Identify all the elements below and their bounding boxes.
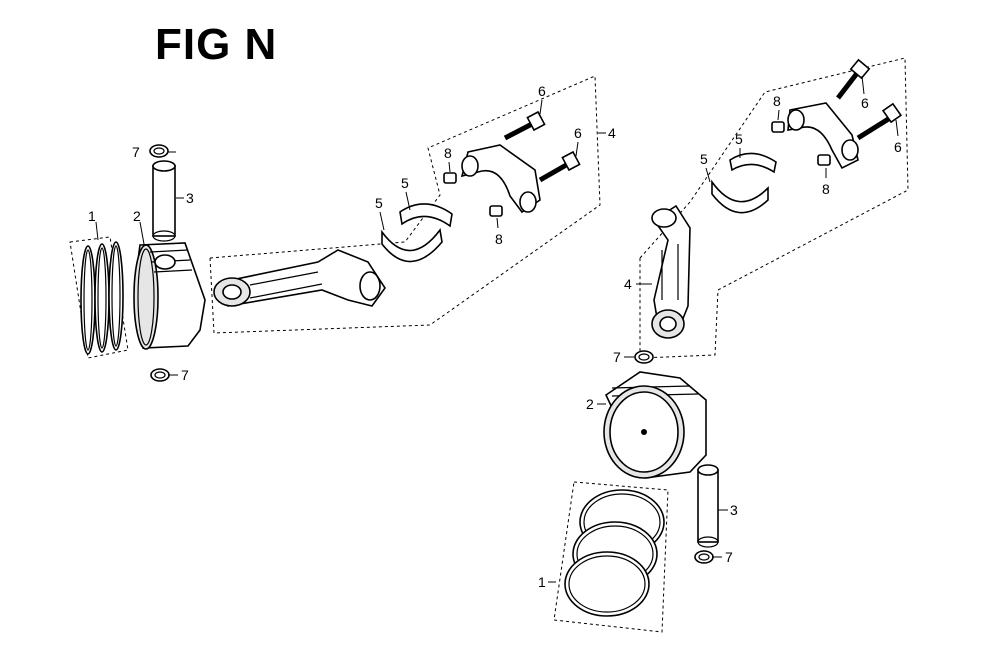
callout-left-bolt-a: 6 — [538, 83, 546, 99]
right-bolt-lower — [856, 102, 903, 141]
right-clip-top — [634, 350, 654, 364]
callout-left-bearing-a: 5 — [375, 195, 383, 211]
left-dowel-lower — [489, 205, 503, 217]
left-dowel-upper — [443, 172, 457, 184]
callout-right-bearing-a: 5 — [735, 131, 743, 147]
callout-left-clip-top: 7 — [132, 144, 140, 160]
figure-title: FIG N — [155, 20, 278, 69]
right-piston — [603, 371, 707, 479]
callout-left-pin: 3 — [186, 190, 194, 206]
callout-right-rings: 1 — [538, 574, 546, 590]
callout-right-bolt-b: 6 — [894, 139, 902, 155]
callout-right-clip-top: 7 — [613, 349, 621, 365]
callout-right-bearing-b: 5 — [700, 151, 708, 167]
right-bearing-lower — [711, 179, 769, 214]
right-clip-bottom — [694, 550, 714, 564]
left-piston — [133, 242, 206, 350]
callout-left-bearing-b: 5 — [401, 175, 409, 191]
left-bolt-lower — [538, 150, 581, 183]
callout-right-clip-bottom: 7 — [725, 549, 733, 565]
right-connecting-rod — [651, 204, 691, 339]
callout-right-conrod: 4 — [624, 276, 632, 292]
callout-left-rings: 1 — [88, 208, 96, 224]
callout-left-piston: 2 — [133, 208, 141, 224]
callout-right-piston: 2 — [586, 396, 594, 412]
right-bearing-upper — [729, 152, 777, 174]
right-dowel-upper — [771, 121, 785, 133]
callout-right-bolt-a: 6 — [861, 95, 869, 111]
left-piston-pin — [152, 160, 176, 242]
callout-left-dowel-b: 8 — [495, 231, 503, 247]
left-clip-top — [149, 144, 169, 158]
callout-right-pin: 3 — [730, 502, 738, 518]
callout-right-dowel-a: 8 — [773, 93, 781, 109]
callout-left-dowel-a: 8 — [444, 145, 452, 161]
left-bearing-lower — [381, 228, 443, 263]
callouts: 1 2 3 7 7 5 5 8 8 6 6 4 8 8 6 6 5 5 4 7 … — [88, 83, 902, 590]
left-rod-cap — [460, 144, 541, 214]
callout-left-conrod: 4 — [608, 125, 616, 141]
left-bolt-upper — [503, 110, 546, 141]
right-piston-rings — [553, 481, 669, 633]
right-piston-pin — [697, 464, 719, 548]
right-bolt-upper — [836, 58, 871, 100]
right-rod-cap — [787, 102, 859, 170]
left-bearing-upper — [399, 203, 453, 228]
left-connecting-rod — [213, 249, 386, 307]
right-dowel-lower — [817, 154, 831, 166]
callout-left-clip-bottom: 7 — [181, 367, 189, 383]
callout-left-bolt-b: 6 — [574, 125, 582, 141]
left-clip-bottom — [150, 368, 170, 382]
left-piston-rings — [69, 236, 129, 359]
leader-lines — [95, 75, 899, 583]
callout-right-dowel-b: 8 — [822, 181, 830, 197]
